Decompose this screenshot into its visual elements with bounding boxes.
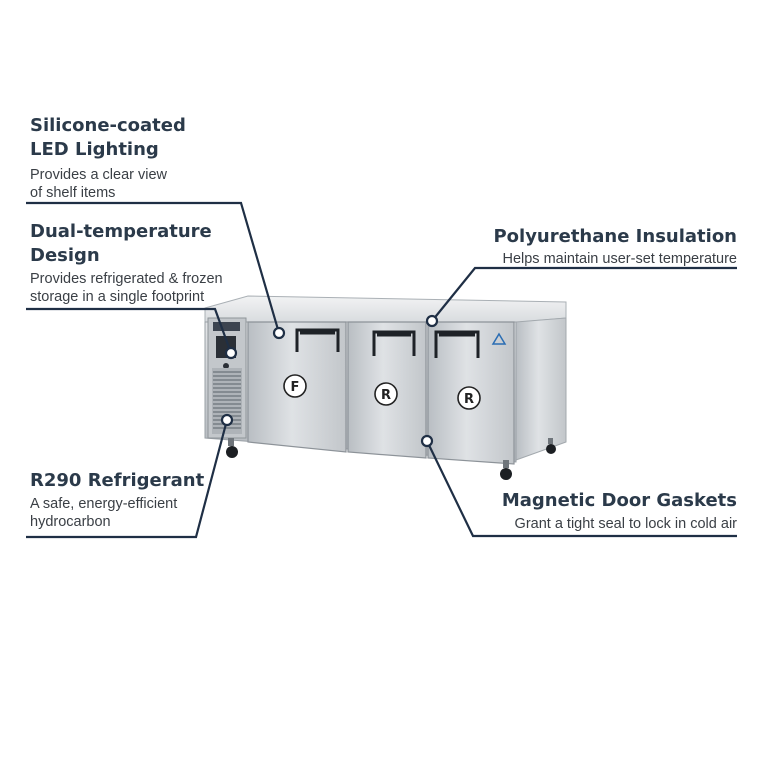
callout-description: Provides a clear view of shelf items	[30, 167, 167, 201]
casters	[226, 438, 556, 480]
svg-text:R: R	[464, 392, 474, 407]
refrigerator-unit: F R R	[204, 295, 567, 480]
logo-mark	[491, 332, 507, 345]
callout-description: Grant a tight seal to lock in cold air	[514, 516, 737, 532]
callout-description: Provides refrigerated & frozen storage i…	[30, 271, 223, 305]
brand-badge	[213, 322, 240, 331]
power-switch	[223, 363, 229, 369]
countertop	[204, 295, 567, 323]
callout-magnetic-door-gaskets: Magnetic Door Gaskets Grant a tight seal…	[502, 489, 737, 533]
callout-description: Helps maintain user-set temperature	[502, 251, 737, 267]
callout-title: Dual-temperature Design	[30, 221, 212, 266]
callout-title: Silicone-coated LED Lighting	[30, 115, 186, 160]
leader-led	[26, 201, 286, 340]
callout-title: Polyurethane Insulation	[493, 226, 737, 247]
leader-refrigerant	[26, 413, 234, 539]
callout-description: A safe, energy-efficient hydrocarbon	[30, 496, 178, 530]
callout-dual-temperature: Dual-temperature Design Provides refrige…	[30, 220, 223, 306]
vent-grille	[212, 368, 242, 434]
callout-r290-refrigerant: R290 Refrigerant A safe, energy-efficien…	[30, 469, 204, 531]
leader-gaskets	[420, 434, 737, 538]
callout-title: R290 Refrigerant	[30, 470, 205, 491]
svg-text:R: R	[381, 388, 391, 403]
door-label-3: R	[457, 386, 481, 410]
side-panel	[515, 317, 567, 461]
callout-led-lighting: Silicone-coated LED Lighting Provides a …	[30, 114, 186, 202]
door-label-1: F	[283, 374, 307, 398]
callout-polyurethane-insulation: Polyurethane Insulation Helps maintain u…	[493, 225, 737, 268]
callout-title: Magnetic Door Gaskets	[501, 490, 737, 511]
svg-text:F: F	[291, 380, 300, 395]
leader-dual	[26, 307, 238, 360]
leader-insulation	[425, 266, 737, 328]
door-label-2: R	[374, 382, 398, 406]
